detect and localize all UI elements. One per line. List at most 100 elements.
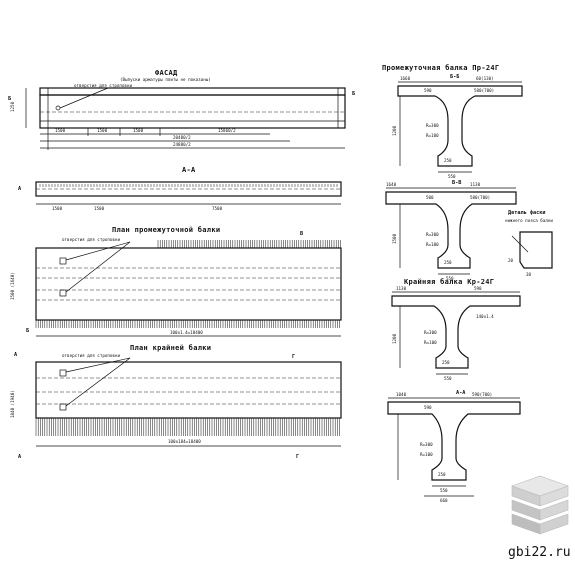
beam-mid2-cut: В-В xyxy=(452,180,461,186)
beam-edge-height: 1200 xyxy=(392,333,397,344)
beam-edge2-profile xyxy=(387,401,521,481)
facade-view: ФАСАД (Выпуски арматуры плиты не показан… xyxy=(8,69,355,150)
beam-edge2-web: 250 xyxy=(438,472,446,477)
beam-edge-dim-2: 590 xyxy=(474,286,482,291)
beam-mid-dim-1: 1660 xyxy=(400,76,411,81)
facade-height-text: 1250 xyxy=(10,101,15,112)
facade-top-flange xyxy=(39,87,346,96)
beam-mid2-web: 250 xyxy=(444,260,452,265)
beam-edge-r1: R=300 xyxy=(424,330,437,335)
section-mid-vv: В-В 1640 1130 500 580(700) R=300 R=100 1… xyxy=(385,180,517,281)
chamfer-detail: Деталь фаски нижнего пояса балки 20 30 xyxy=(505,209,553,277)
beam-edge-dim-1: 1130 xyxy=(396,286,407,291)
facade-web xyxy=(39,94,346,129)
beam-mid2-profile xyxy=(385,191,517,269)
beam-mid-height: 1200 xyxy=(392,125,397,136)
beam-edge2-dim-3: 590 xyxy=(424,405,432,410)
beam-mid-r1: R=300 xyxy=(426,123,439,128)
beam-edge-dim-3: 140х1.4 xyxy=(476,314,494,319)
beam-edge-profile xyxy=(391,295,521,369)
facade-note: (Выпуски арматуры плиты не показаны) xyxy=(120,77,211,82)
beam-edge2-bottom-1: 550 xyxy=(440,488,448,493)
beam-mid-dim-2: 60(130) xyxy=(476,76,494,81)
beam-mid2-dim-4: 580(700) xyxy=(470,195,490,200)
detail-title: Деталь фаски xyxy=(508,209,545,216)
beam-mid-cut: Б-Б xyxy=(450,74,459,80)
facade-title: ФАСАД xyxy=(155,69,178,77)
plan-mid-title: План промежуточной балки xyxy=(112,226,220,234)
plan-edge-outline xyxy=(35,361,342,419)
section-aa-view: А-А 1500 1500 7500 A xyxy=(18,166,342,211)
beam-mid-r2: R=100 xyxy=(426,133,439,138)
facade-dim-5: 20480/2 xyxy=(173,135,191,140)
beam-mid-dim-4: 580(700) xyxy=(474,88,494,93)
beam-mid-bottom: 550 xyxy=(448,174,456,179)
facade-dim-3: 1500 xyxy=(133,128,144,133)
plan-mid-rebar-bottom xyxy=(35,320,340,328)
lift-hole xyxy=(55,105,61,111)
hole-leader xyxy=(59,87,109,109)
plan-edge-mark-a2: А xyxy=(18,454,22,460)
section-aa-dim-2: 1500 xyxy=(94,206,105,211)
plan-edge-mark-g2: Г xyxy=(296,454,299,460)
plan-edge-title: План крайней балки xyxy=(130,344,211,352)
beam-edge2-dim-2: 590(700) xyxy=(472,392,492,397)
section-aa-dim-1: 1500 xyxy=(52,206,63,211)
section-mid-bb: Промежуточная балка Пр-24Г Б-Б 1660 60(1… xyxy=(382,64,523,179)
plan-edge-hole-1 xyxy=(59,369,67,377)
watermark-text: gbi22.ru xyxy=(508,545,571,560)
beam-mid2-dim-3: 500 xyxy=(426,195,434,200)
detail-leader xyxy=(511,235,529,253)
plan-edge-hole-2 xyxy=(59,403,67,411)
section-aa-title: А-А xyxy=(182,166,196,174)
facade-dim-4: 15860/2 xyxy=(218,128,236,133)
beam-edge-r2: R=100 xyxy=(424,340,437,345)
detail-subtitle: нижнего пояса балки xyxy=(505,218,553,223)
plan-edge-leader-2 xyxy=(65,357,131,407)
beam-mid2-dim-1: 1640 xyxy=(386,182,397,187)
plan-mid-mark-b: Б xyxy=(26,328,29,334)
beam-mid2-dim-2: 1130 xyxy=(470,182,481,187)
plan-mid-leader-1 xyxy=(65,241,131,261)
plan-mid-hole-2 xyxy=(59,289,67,297)
plan-mid-hole-1 xyxy=(59,257,67,265)
beam-edge2-bottom-2: 660 xyxy=(440,498,448,503)
beam-mid-profile xyxy=(397,85,523,167)
section-edge-aa: А-А 1040 590(700) 590 R=300 R=100 250 55… xyxy=(387,390,521,503)
section-aa-dim-3: 7500 xyxy=(212,206,223,211)
plan-edge-rebar-bottom xyxy=(35,418,340,436)
beam-edge2-cut: А-А xyxy=(456,390,466,396)
beam-mid2-r2: R=100 xyxy=(426,242,439,247)
beam-mid2-bottom: 550 xyxy=(446,276,454,281)
beam-mid-web: 250 xyxy=(444,158,452,163)
plan-edge-mark-a: А xyxy=(14,352,18,358)
detail-profile xyxy=(519,231,553,269)
beam-edge-bottom: 550 xyxy=(444,376,452,381)
facade-cut-mark-right: Б xyxy=(352,91,355,97)
plan-mid-view: План промежуточной балки отверстия для с… xyxy=(10,226,342,337)
plan-mid-outline xyxy=(35,247,342,321)
facade-cut-mark: Б xyxy=(8,96,11,102)
site-logo xyxy=(511,475,569,535)
facade-dimension-lines xyxy=(40,128,345,150)
beam-mid-dim-3: 590 xyxy=(424,88,432,93)
section-edge: Крайняя балка Кр-24Г 1130 590 140х1.4 R=… xyxy=(391,278,521,381)
plan-edge-leader-1 xyxy=(65,357,131,373)
facade-hole-label: отверстия для строповки xyxy=(74,83,132,88)
beam-edge-web: 250 xyxy=(442,360,450,365)
beam-edge2-r1: R=300 xyxy=(420,442,433,447)
plan-mid-hole-label: отверстия для строповки xyxy=(62,237,120,242)
plan-edge-side-dim: 1840 (1940) xyxy=(10,390,15,418)
plan-edge-dim: 100х184=18400 xyxy=(168,439,201,444)
plan-mid-side-dim: 1500 (1640) xyxy=(10,272,15,300)
beam-mid2-r1: R=300 xyxy=(426,232,439,237)
plan-mid-leader-2 xyxy=(65,241,131,293)
detail-dim-2: 30 xyxy=(526,272,532,277)
section-aa-mark: A xyxy=(18,186,22,192)
detail-dim-1: 20 xyxy=(508,258,514,263)
section-aa-rebar xyxy=(39,184,338,187)
plan-mid-rebar-top xyxy=(157,240,341,248)
plan-mid-dim: 100х1.4=18400 xyxy=(170,330,203,335)
plan-mid-cut-b: В xyxy=(300,231,303,237)
